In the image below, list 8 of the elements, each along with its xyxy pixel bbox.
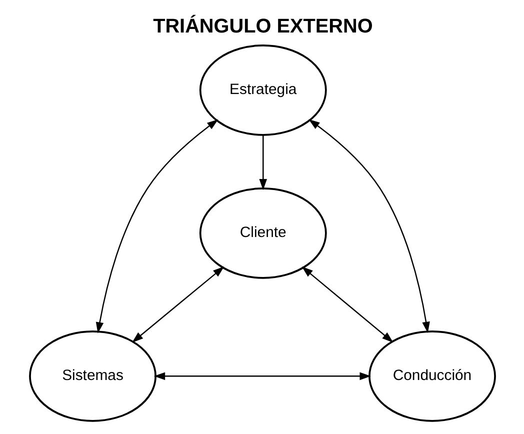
arrow bbox=[95, 119, 218, 334]
arrow bbox=[131, 266, 224, 343]
arrow bbox=[301, 266, 393, 343]
arrow bbox=[308, 119, 430, 334]
diagram-title: TRIÁNGULO EXTERNO bbox=[152, 16, 372, 38]
node-ellipse: Estrategia bbox=[198, 44, 326, 136]
arrow bbox=[153, 372, 370, 380]
arrow bbox=[258, 135, 267, 190]
